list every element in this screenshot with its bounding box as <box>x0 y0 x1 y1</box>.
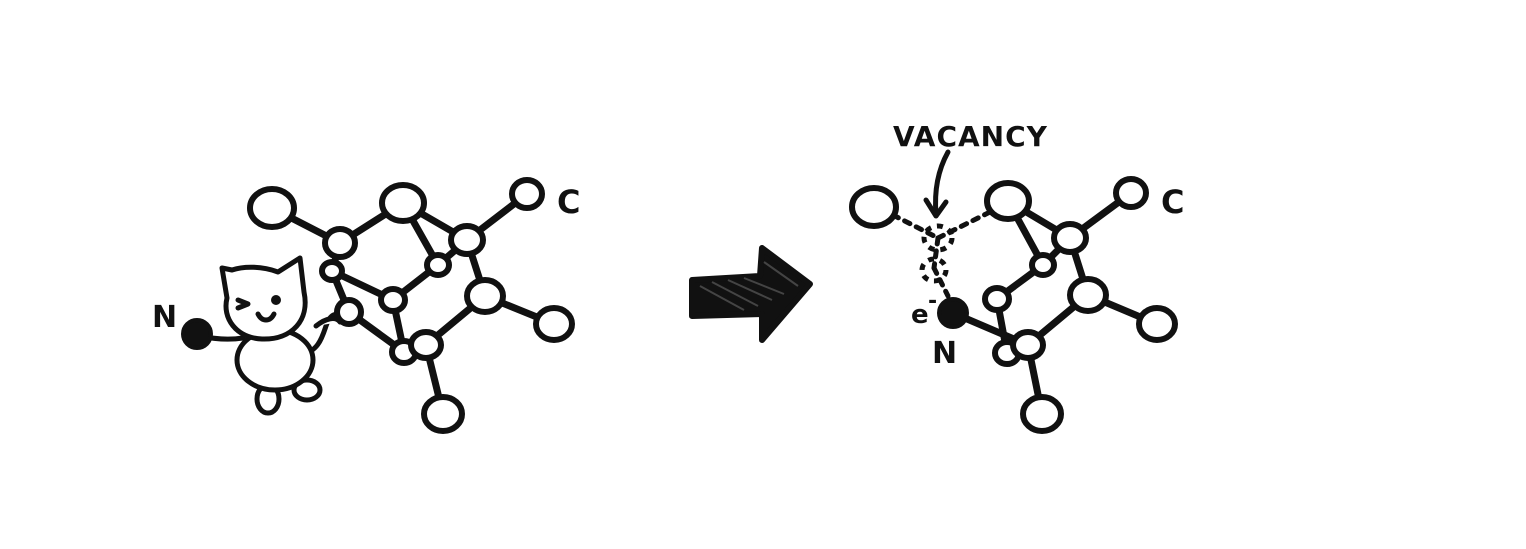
electron-charge-label: - <box>928 289 937 314</box>
left-carbon-label: C <box>557 183 580 221</box>
carbon-atom <box>1136 305 1178 343</box>
left-lattice-atoms <box>181 177 575 434</box>
carbon-atom <box>319 259 345 283</box>
left-panel: N C <box>152 177 580 434</box>
carbon-atom <box>1020 394 1064 434</box>
carbon-atom <box>982 285 1012 313</box>
right-lattice-atoms <box>849 176 1178 434</box>
right-nitrogen-label: N <box>932 336 957 371</box>
vacancy-site <box>921 223 955 253</box>
carbon-atom <box>1029 252 1057 278</box>
carbon-atom <box>408 329 444 361</box>
carbon-atom <box>322 226 358 260</box>
nitrogen-atom <box>937 297 969 329</box>
carbon-atom <box>1051 221 1089 255</box>
carbon-atom <box>448 223 486 257</box>
carbon-atom <box>464 277 506 315</box>
cat-character-icon <box>197 255 347 416</box>
dashed-bond <box>890 212 941 241</box>
dashed-bond <box>931 265 951 299</box>
carbon-atom <box>533 305 575 343</box>
dashed-bond <box>931 235 941 271</box>
carbon-atom <box>1010 329 1046 361</box>
carbon-atom <box>849 185 899 229</box>
cat-head <box>219 255 308 342</box>
carbon-atom <box>379 182 427 224</box>
carbon-atom <box>421 394 465 434</box>
arrow-hatching <box>699 261 799 311</box>
right-panel: VACANCY <box>849 120 1184 434</box>
carbon-atom <box>509 177 545 211</box>
carbon-atom <box>378 286 408 314</box>
cat-eye-wink <box>235 297 251 311</box>
vacancy-site <box>919 256 949 284</box>
electron-label: e <box>911 300 929 330</box>
carbon-atom <box>247 186 297 230</box>
transition-arrow-icon <box>689 245 813 343</box>
carbon-atom <box>334 297 364 327</box>
carbon-atom <box>984 180 1032 222</box>
arrow-shape <box>689 245 813 343</box>
vacancy-pointer-arrow-icon <box>933 149 951 217</box>
carbon-atom <box>1067 276 1109 314</box>
vacancy-pointer-head <box>923 197 949 219</box>
left-nitrogen-label: N <box>152 300 177 335</box>
carbon-atom <box>424 252 452 278</box>
cat-mouth <box>255 311 277 323</box>
vacancy-label: VACANCY <box>893 120 1048 153</box>
right-carbon-label: C <box>1161 183 1184 221</box>
cat-eye <box>271 295 281 305</box>
dashed-bond <box>935 209 993 241</box>
nitrogen-atom <box>181 318 213 350</box>
carbon-atom <box>1113 176 1149 210</box>
vacancy-dashed-bonds <box>890 209 993 299</box>
